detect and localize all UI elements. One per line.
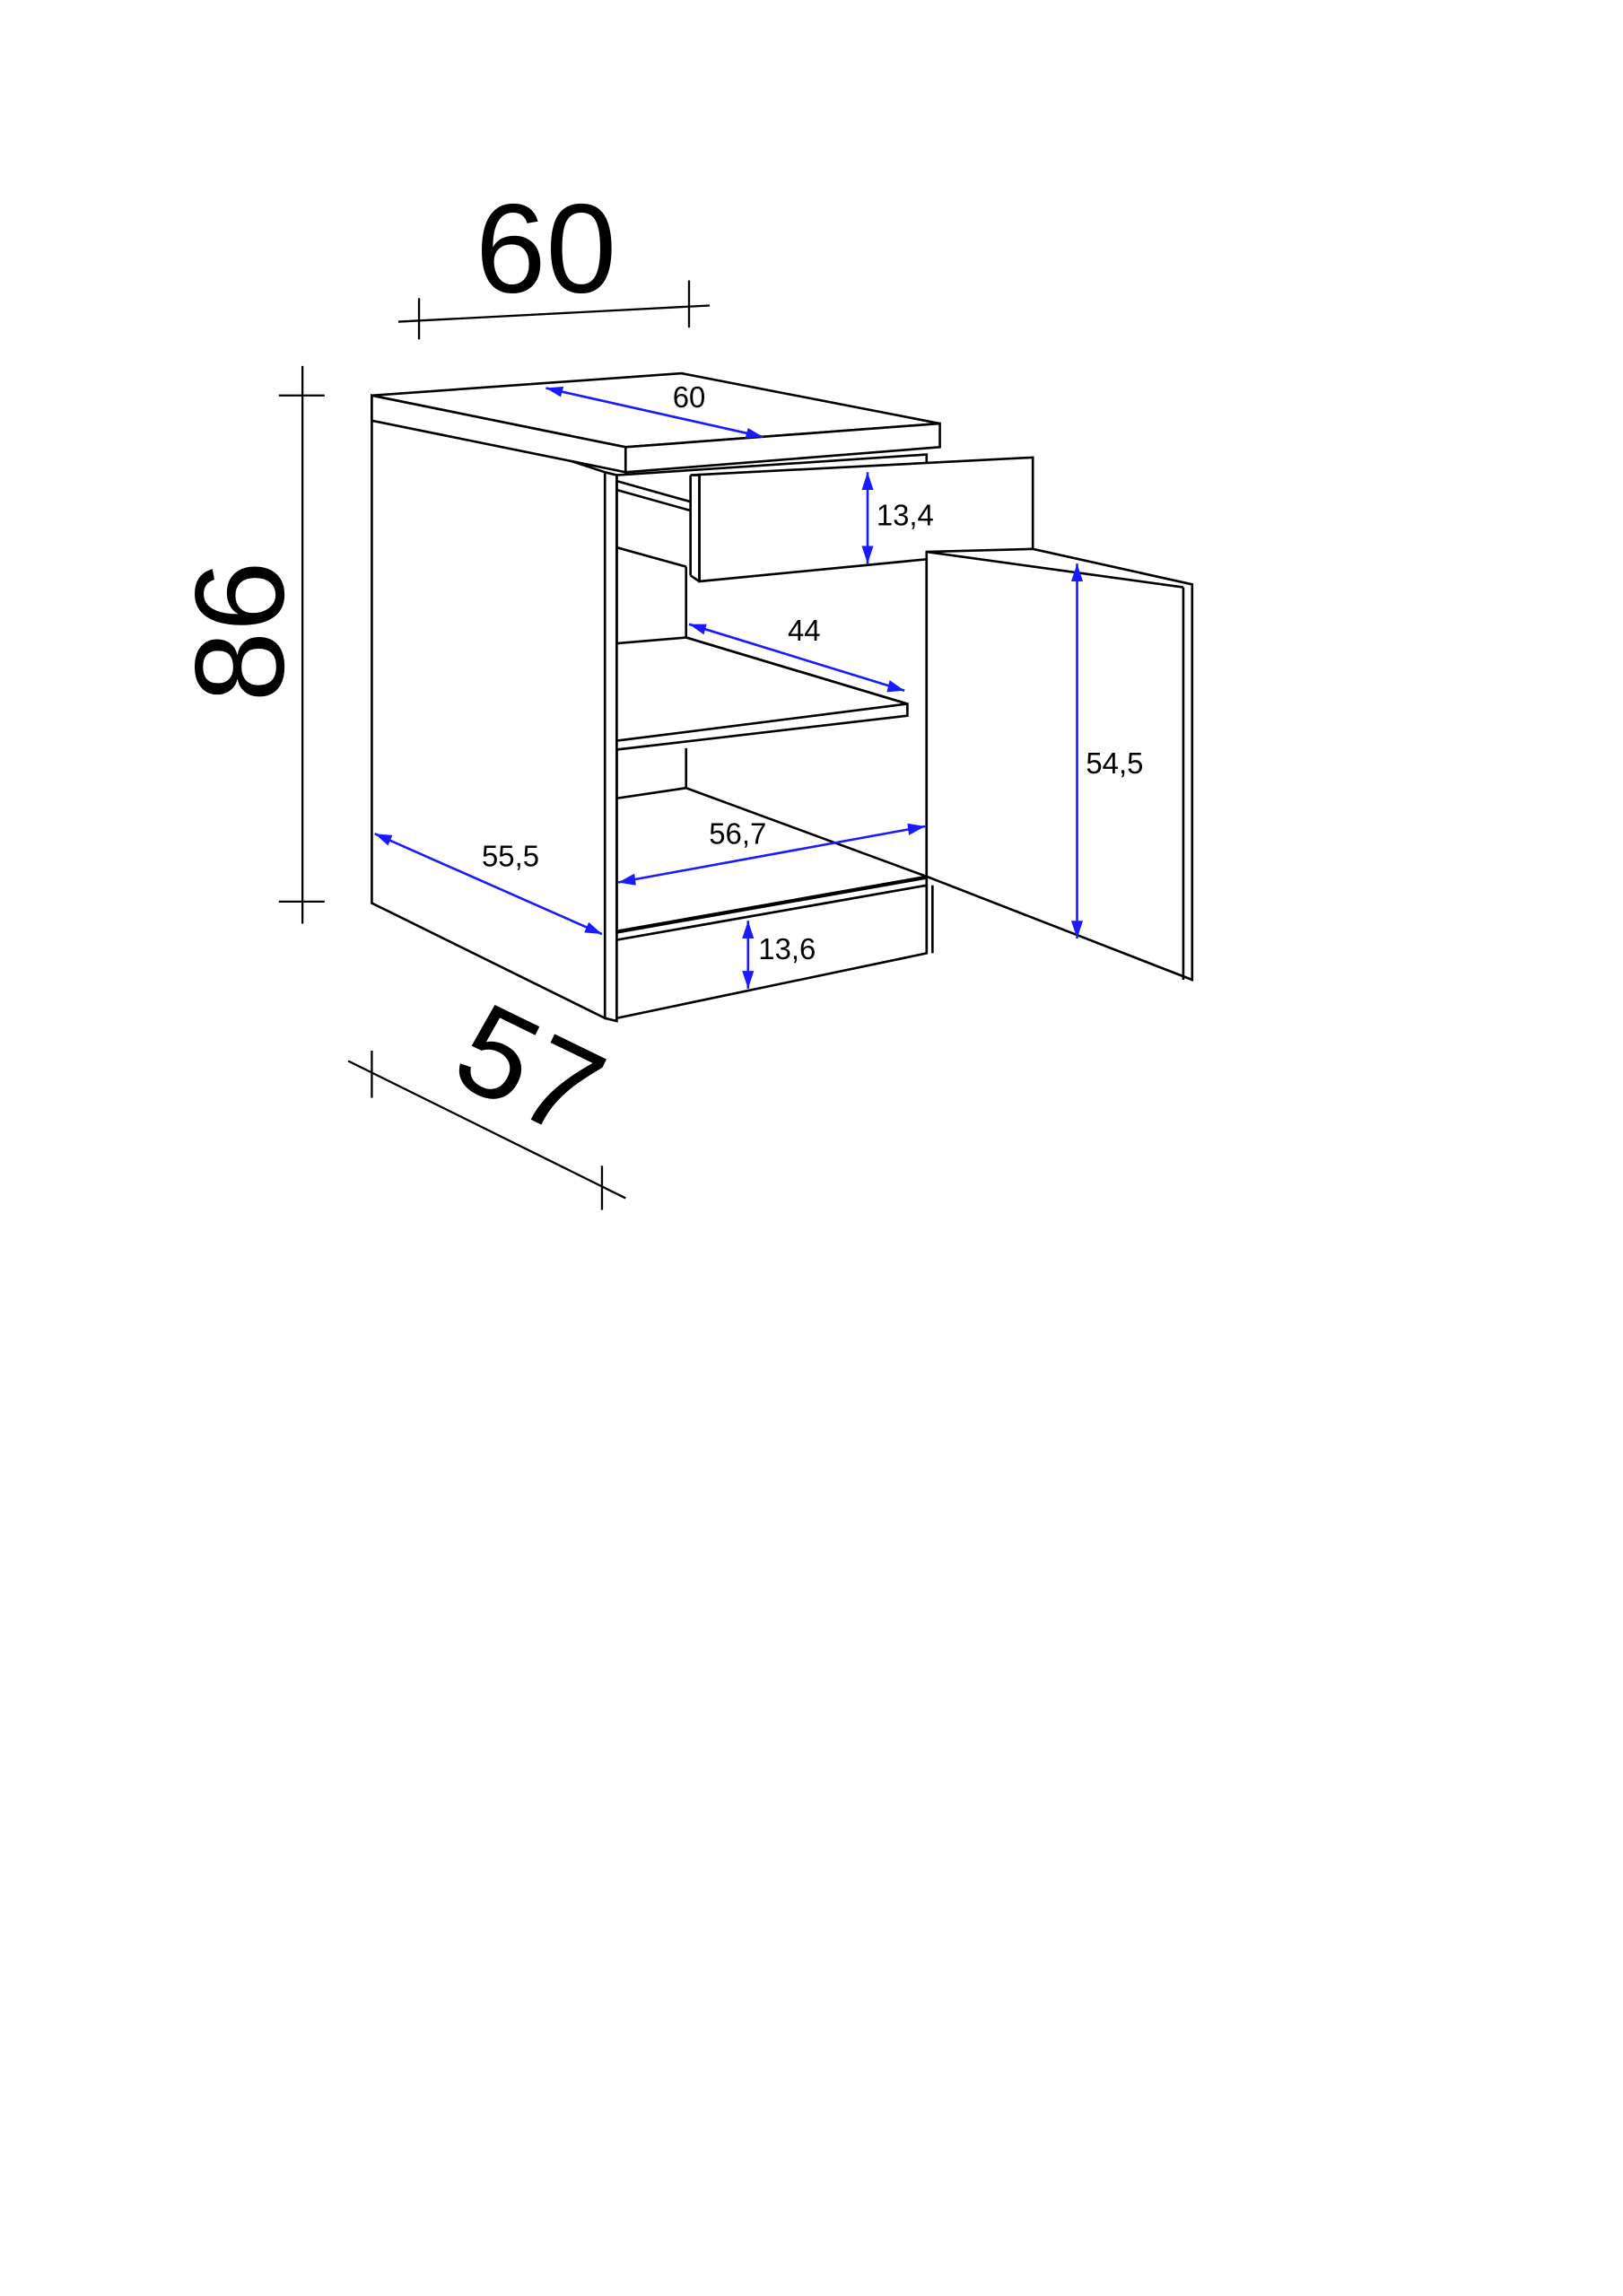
overall-width-label: 60 — [476, 178, 616, 319]
overall-width-dimension: 60 — [397, 178, 711, 340]
inner-width-label: 56,7 — [709, 817, 766, 851]
inner-width-dimension: 56,7 — [617, 817, 926, 886]
drawer-height-label: 13,4 — [877, 499, 934, 532]
shelf-depth-label: 44 — [788, 614, 821, 647]
door-height-label: 54,5 — [1086, 746, 1143, 780]
cabinet-body — [371, 371, 941, 1023]
overall-depth-dimension: 57 — [347, 975, 626, 1210]
plinth-height-label: 13,6 — [758, 932, 816, 965]
shelf: 44 — [615, 614, 909, 751]
side-depth-label: 55,5 — [482, 839, 539, 872]
overall-height-label: 86 — [169, 561, 310, 702]
open-door: 54,5 — [925, 547, 1194, 982]
plinth: 13,6 — [615, 884, 934, 1020]
overall-height-dimension: 86 — [169, 365, 325, 924]
worktop-width-label: 60 — [673, 380, 706, 414]
worktop-width-dimension: 60 — [545, 380, 764, 439]
side-depth-dimension: 55,5 — [374, 833, 603, 936]
